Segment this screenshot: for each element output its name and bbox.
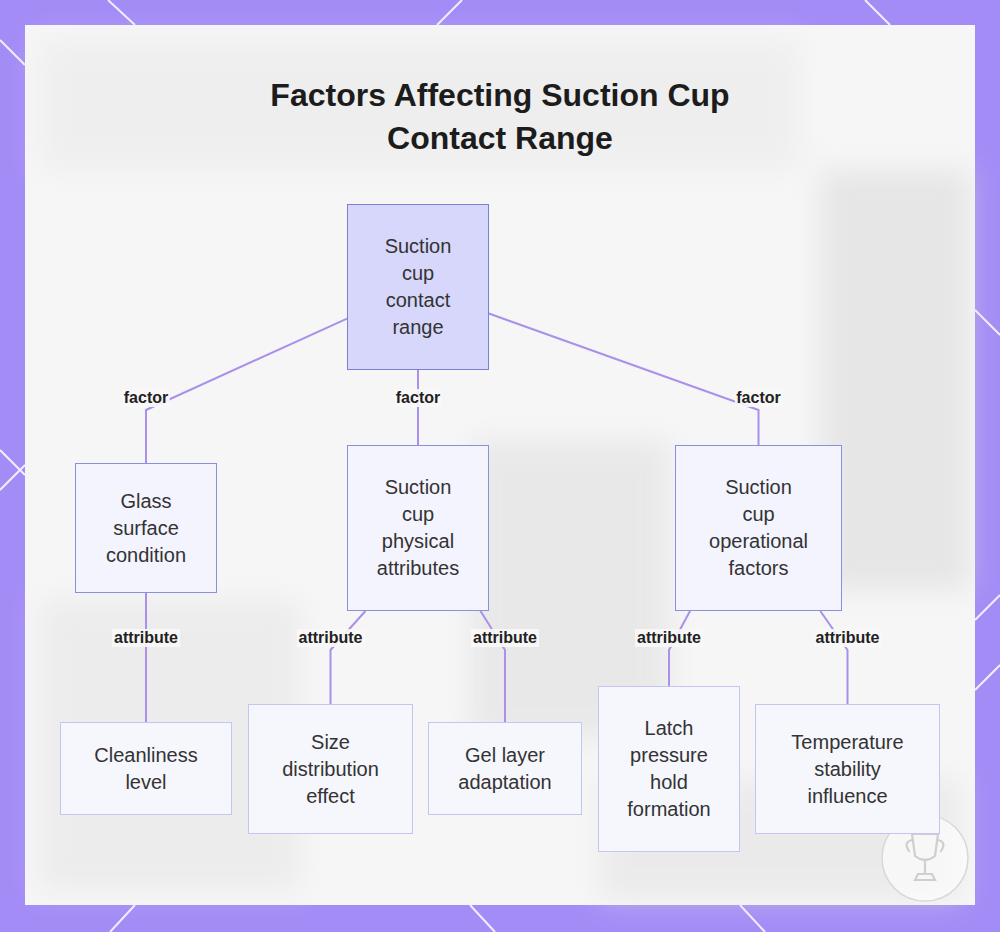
node-label: Suction cup contact range — [368, 233, 468, 341]
attribute-box: Latch pressure hold formation — [598, 686, 740, 852]
edge-label: factor — [394, 389, 442, 407]
node-label: Size distribution effect — [276, 729, 386, 810]
edge-label: factor — [122, 389, 170, 407]
connector-line — [146, 319, 347, 463]
root-box: Suction cup contact range — [347, 204, 489, 370]
factor-box: Suction cup operational factors — [675, 445, 842, 611]
diagram-title: Factors Affecting Suction Cup Contact Ra… — [220, 74, 780, 160]
blurred-backdrop — [40, 40, 970, 900]
node-label: Suction cup operational factors — [709, 474, 809, 582]
factor-box: Suction cup physical attributes — [347, 445, 489, 611]
attribute-box: Temperature stability influence — [755, 704, 940, 834]
connector-line — [145, 593, 147, 722]
connector-line — [669, 611, 690, 686]
node-label: Suction cup physical attributes — [368, 474, 468, 582]
edge-label: attribute — [471, 629, 539, 647]
edge-label: attribute — [297, 629, 365, 647]
attribute-box: Gel layer adaptation — [428, 722, 582, 815]
node-label: Glass surface condition — [96, 488, 196, 569]
connector-line — [489, 314, 759, 445]
connector-line — [331, 611, 366, 704]
attribute-box: Size distribution effect — [248, 704, 413, 834]
node-label: Cleanliness level — [91, 742, 201, 796]
edge-label: attribute — [635, 629, 703, 647]
content-panel — [25, 25, 975, 905]
node-label: Gel layer adaptation — [450, 742, 560, 796]
node-label: Latch pressure hold formation — [614, 715, 724, 823]
connector-line — [480, 611, 505, 722]
connector-line — [820, 611, 847, 704]
connector-line — [417, 370, 419, 445]
node-label: Temperature stability influence — [785, 729, 910, 810]
attribute-box: Cleanliness level — [60, 722, 232, 815]
edge-label: factor — [734, 389, 782, 407]
edge-label: attribute — [814, 629, 882, 647]
edge-label: attribute — [112, 629, 180, 647]
factor-box: Glass surface condition — [75, 463, 217, 593]
